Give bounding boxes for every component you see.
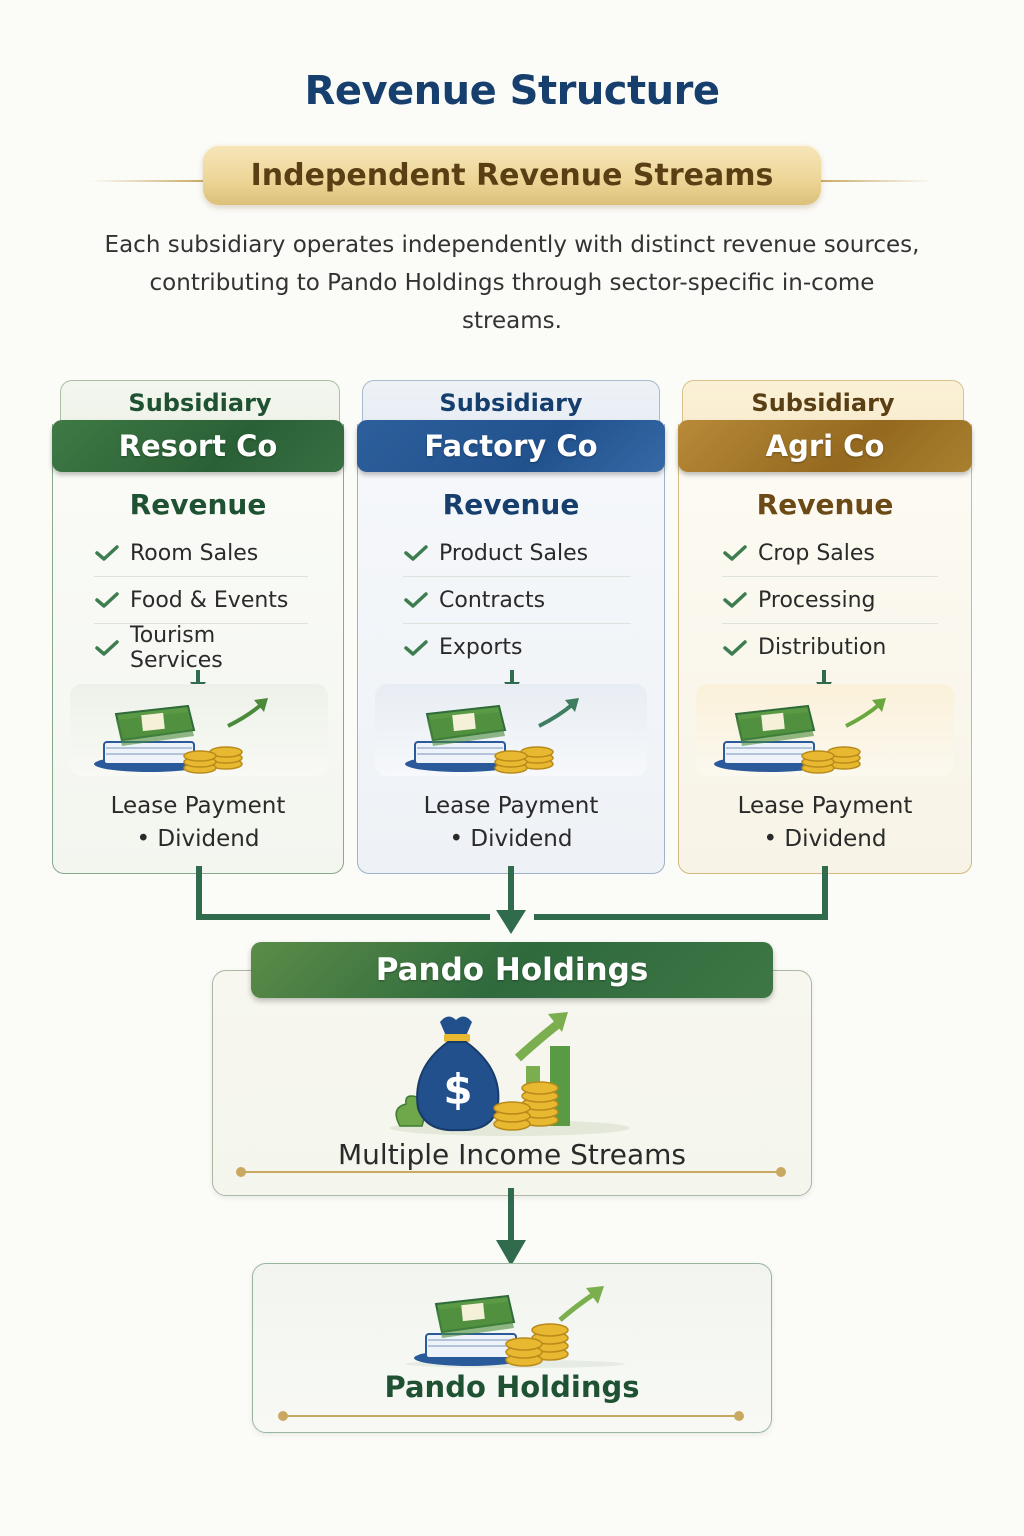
check-icon [723, 592, 747, 608]
rule-dot-left [278, 1411, 288, 1421]
connector-agri [822, 866, 828, 920]
check-icon [723, 639, 747, 656]
revenue-list: Crop Sales Processing Distribution [722, 530, 938, 671]
check-icon [95, 592, 119, 608]
check-icon [95, 639, 119, 656]
gold-divider [244, 1171, 780, 1173]
intro-text: Each subsidiary operates independently w… [104, 232, 920, 334]
page-title: Revenue Structure [304, 68, 720, 114]
money-illustration [70, 684, 328, 776]
revenue-item: Processing [722, 577, 938, 624]
subsidiary-name: Resort Co [52, 420, 344, 472]
card-body [52, 424, 344, 874]
lease-payment-text: Lease Payment [423, 793, 599, 819]
revenue-item: Exports [403, 624, 631, 671]
money-illustration [375, 684, 647, 776]
revenue-item-label: Distribution [758, 635, 887, 660]
holdings-caption: Multiple Income Streams [338, 1138, 686, 1171]
ribbon-divider-right [818, 180, 933, 182]
subsidiary-card-resort: Subsidiary Resort Co Revenue Room Sales … [52, 380, 344, 874]
cash-coins-icon [405, 698, 579, 774]
holdings-header: Pando Holdings [251, 942, 773, 998]
connector-resort [196, 866, 202, 920]
payment-label: Lease Payment • Dividend [678, 790, 972, 856]
subsidiary-name: Agri Co [678, 420, 972, 472]
revenue-heading: Revenue [442, 488, 580, 521]
revenue-item-label: Contracts [439, 587, 546, 613]
rule-dot-right [776, 1167, 786, 1177]
connector-horizontal-right [534, 914, 828, 920]
revenue-item-label: Tourism Services [130, 622, 223, 673]
subsidiary-card-factory: Subsidiary Factory Co Revenue Product Sa… [357, 380, 665, 874]
rule-dot-right [734, 1411, 744, 1421]
revenue-item: Room Sales [94, 530, 308, 577]
cash-coins-icon [94, 698, 268, 774]
gold-divider [286, 1415, 738, 1417]
dividend-text: • Dividend [449, 826, 573, 852]
revenue-list: Product Sales Contracts Exports [403, 530, 631, 671]
revenue-item: Crop Sales [722, 530, 938, 577]
revenue-item-label: Room Sales [130, 540, 259, 566]
payment-label: Lease Payment • Dividend [52, 790, 344, 856]
revenue-item-label: Exports [439, 635, 523, 660]
check-icon [404, 592, 428, 608]
section-ribbon: Independent Revenue Streams [203, 145, 821, 205]
revenue-list: Room Sales Food & Events Tourism Service… [94, 530, 308, 673]
check-icon [404, 639, 428, 656]
rule-dot-left [236, 1167, 246, 1177]
revenue-item: Food & Events [94, 577, 308, 624]
revenue-heading: Revenue [129, 488, 267, 521]
arrow-down-icon [496, 1240, 526, 1266]
final-holdings-label: Pando Holdings [384, 1370, 640, 1404]
lease-payment-text: Lease Payment [737, 793, 913, 819]
check-icon [95, 545, 119, 561]
revenue-item-label: Product Sales [439, 540, 589, 566]
lease-payment-text: Lease Payment [110, 793, 286, 819]
subsidiary-card-agri: Subsidiary Agri Co Revenue Crop Sales Pr… [678, 380, 972, 874]
cash-coins-icon [405, 1286, 625, 1368]
revenue-item: Tourism Services [94, 622, 308, 673]
payment-label: Lease Payment • Dividend [357, 790, 665, 856]
connector-factory [508, 866, 514, 914]
subsidiary-name: Factory Co [357, 420, 665, 472]
cash-coins-icon [714, 698, 886, 774]
revenue-item: Product Sales [403, 530, 631, 577]
revenue-item-label: Crop Sales [758, 540, 875, 566]
money-illustration [696, 684, 954, 776]
dividend-text: • Dividend [136, 826, 260, 852]
revenue-item-label: Food & Events [130, 587, 289, 613]
arrow-down-icon [496, 910, 526, 934]
check-icon [404, 545, 428, 561]
revenue-item-label: Processing [758, 587, 876, 613]
dividend-text: • Dividend [763, 826, 887, 852]
revenue-item: Distribution [722, 624, 938, 671]
check-icon [723, 545, 747, 561]
revenue-heading: Revenue [756, 488, 894, 521]
holdings-box [212, 970, 812, 1196]
revenue-item: Contracts [403, 577, 631, 624]
money-bag-growth-icon: $ [390, 1012, 630, 1136]
connector-final [508, 1188, 514, 1246]
connector-horizontal-left [196, 914, 490, 920]
svg-text:$: $ [443, 1065, 472, 1114]
ribbon-divider-left [90, 180, 205, 182]
